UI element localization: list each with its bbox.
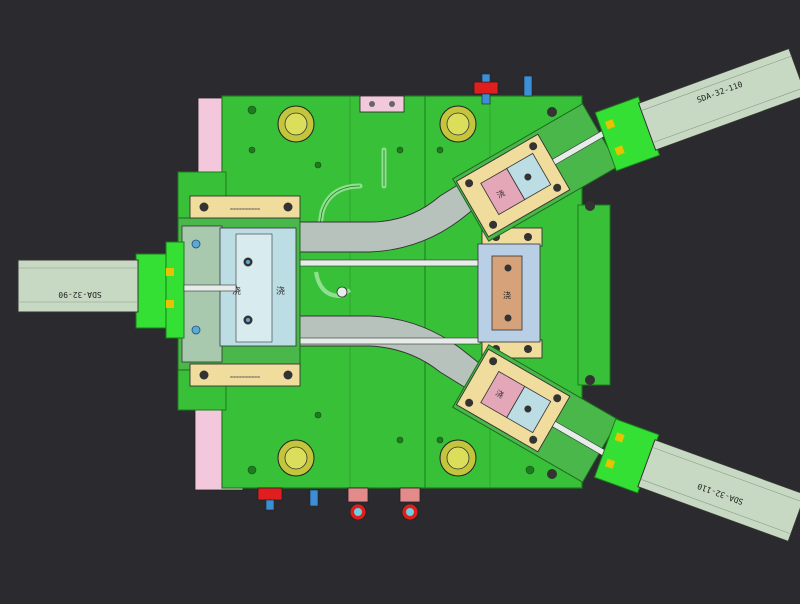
center-slide-mark: 浇 (503, 290, 511, 300)
upper-cylinder-body (637, 47, 800, 151)
guide-pillar-bottom-right (439, 439, 477, 477)
left-top-yellow-bar (189, 195, 301, 219)
left-slider-inner (235, 233, 273, 343)
water-connector-2 (399, 487, 421, 521)
left-cylinder-flange (165, 241, 185, 339)
bottom-fittings (257, 487, 421, 521)
left-cylinder: SDA-32-90 (17, 241, 237, 339)
runner-rod-center-2 (295, 337, 481, 345)
left-slider-core (181, 225, 223, 363)
left-cylinder-label: SDA-32-90 (58, 290, 102, 299)
upper-slide-mark: 浇 (495, 188, 507, 201)
svg-text:==========: ========== (230, 375, 260, 381)
left-bottom-yellow-bar (189, 363, 301, 387)
guide-pillar-top-left (277, 105, 315, 143)
fitting-blue-top (523, 75, 533, 97)
runner-rod-center (295, 259, 481, 267)
fitting-blue-bottom (309, 489, 319, 507)
lower-slide-mark: 浇 (494, 388, 506, 401)
runner-system (295, 169, 499, 399)
center-slider: 浇 (477, 227, 543, 359)
guide-pillar-top-right (439, 105, 477, 143)
left-slide-mark-b: 浇 (276, 285, 285, 297)
lower-right-assembly: 浇 SDA-32-110 (452, 344, 800, 543)
cooling-channel-outline (317, 150, 385, 239)
fitting-red-top (473, 81, 499, 95)
left-cylinder-body (17, 259, 139, 313)
water-connector-1 (347, 487, 369, 521)
upper-right-assembly: 浇 SDA-32-110 (452, 47, 800, 242)
guide-pillar-bottom-left (277, 439, 315, 477)
lower-cylinder-body (637, 439, 800, 543)
left-slider-assembly: ========== ========== 浇 浇 (177, 195, 301, 387)
guide-pillars (277, 105, 477, 477)
left-slide-mark-a: 浇 (232, 285, 241, 297)
sprue-bushing (336, 286, 348, 298)
top-fittings (473, 73, 533, 105)
left-blue-marker-1 (191, 239, 201, 249)
top-connector (359, 95, 405, 113)
fitting-red-bottom (257, 487, 283, 501)
left-blue-marker-2 (191, 325, 201, 335)
ejector-holes (247, 105, 535, 475)
left-cylinder-rod (183, 284, 237, 292)
svg-text:==========: ========== (230, 207, 260, 213)
mold-plate-right-ear (577, 204, 611, 386)
plate-bolts (547, 107, 595, 479)
